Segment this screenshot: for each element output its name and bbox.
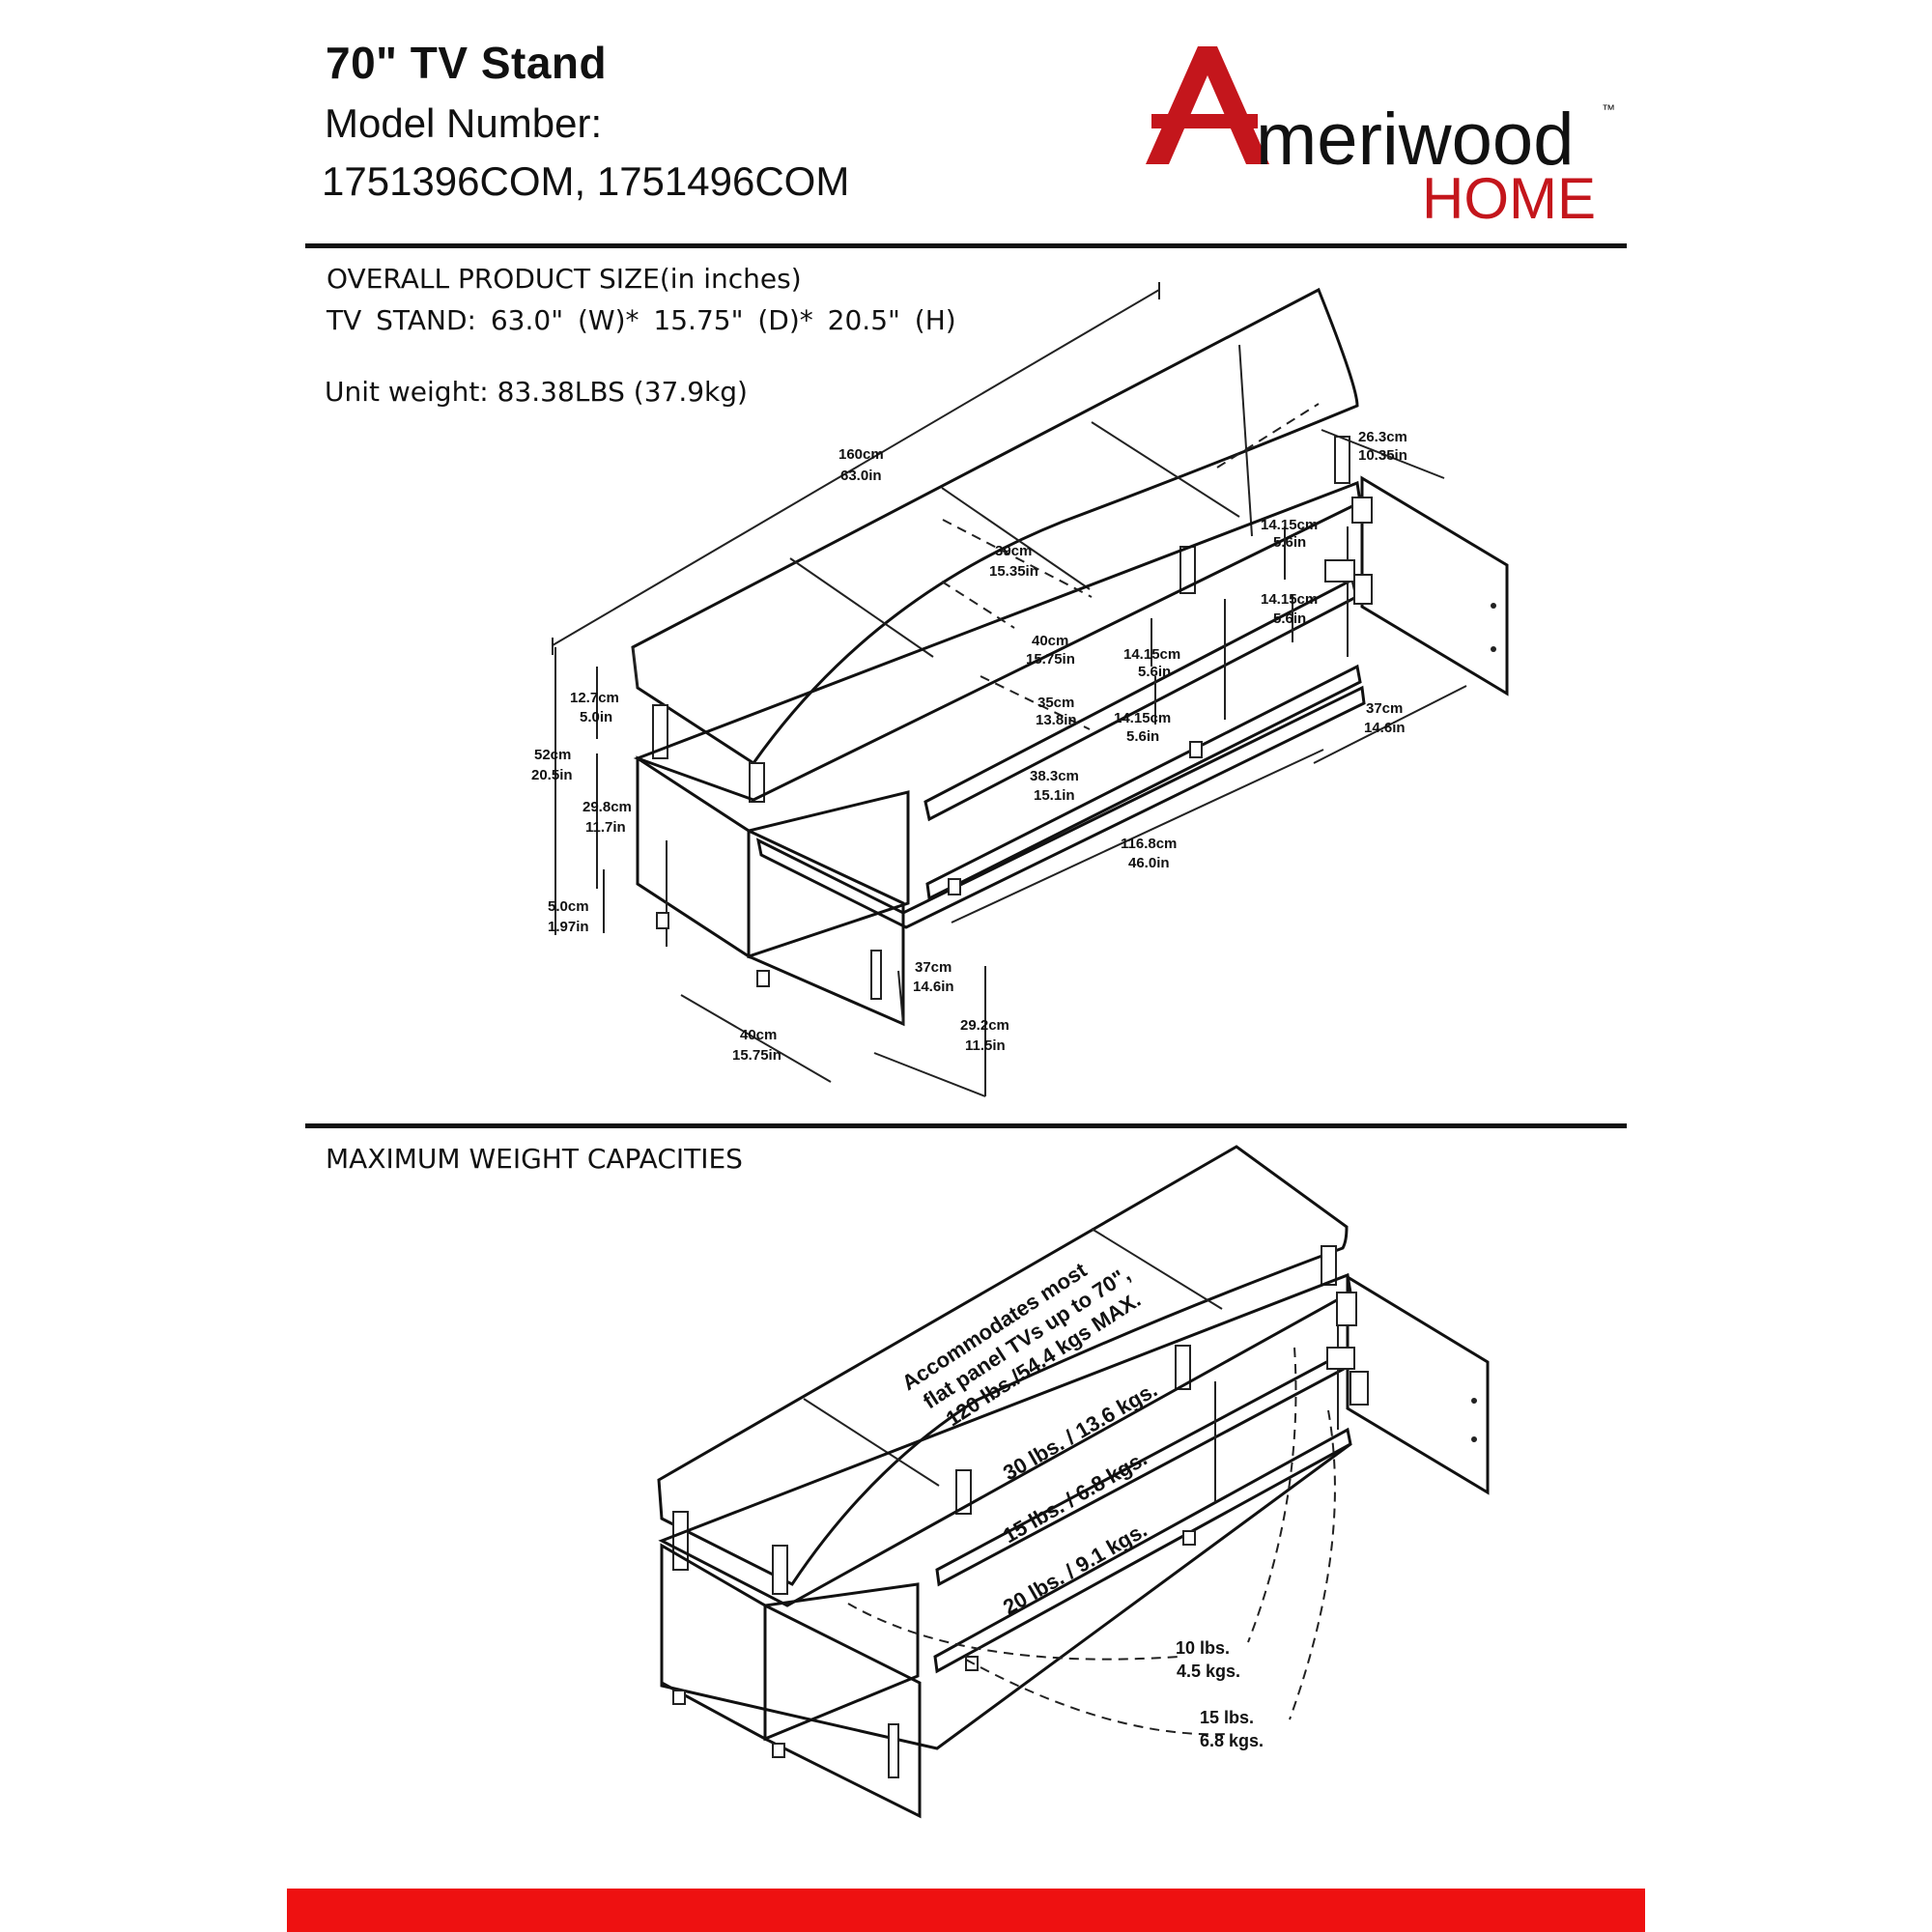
- divider-top: [305, 243, 1627, 248]
- dim-inner-depth-cm: 35cm: [1037, 695, 1074, 711]
- max-weight-heading: MAXIMUM WEIGHT CAPACITIES: [326, 1143, 743, 1175]
- dim-leg-cm: 5.0cm: [548, 898, 589, 915]
- dim-width-cm: 160cm: [838, 446, 884, 463]
- top-note-line-2: flat panel TVs up to 70",: [919, 1262, 1134, 1413]
- footer-red-bar: [287, 1889, 1645, 1932]
- dim-left-w-in: 15.75in: [732, 1047, 781, 1064]
- tv-stand-dimensions: TV STAND: 63.0" (W)* 15.75" (D)* 20.5" (…: [327, 304, 956, 336]
- dim-top-clear-cm: 12.7cm: [570, 690, 619, 706]
- dim-gap-ct-cm: 14.15cm: [1123, 646, 1180, 663]
- dim-width-in: 63.0in: [840, 468, 882, 484]
- dim-right-cab-cm: 37cm: [1366, 700, 1403, 717]
- dim-shelf-depth-in: 15.75in: [1026, 651, 1075, 668]
- dim-gap-rb-in: 5.6in: [1273, 611, 1306, 627]
- dim-gap-cb-cm: 14.15cm: [1114, 710, 1171, 726]
- dim-gap-rb-cm: 14.15cm: [1261, 591, 1318, 608]
- dim-depth-right-cm: 26.3cm: [1358, 429, 1407, 445]
- tv-stand-drawing-top: [631, 287, 1509, 1027]
- logo-home: HOME: [1422, 166, 1596, 231]
- dim-cabinet-h-in: 11.7in: [585, 819, 626, 836]
- unit-weight: Unit weight: 83.38LBS (37.9kg): [325, 376, 748, 408]
- logo-wordmark: meriwood: [1256, 99, 1574, 181]
- dim-gap-cb-in: 5.6in: [1126, 728, 1159, 745]
- dim-height-in: 20.5in: [531, 767, 573, 783]
- dim-bottom-shelf-cm: 38.3cm: [1030, 768, 1079, 784]
- dim-cabinet-h-cm: 29.8cm: [582, 799, 632, 815]
- dim-left-cab-cm: 37cm: [915, 959, 952, 976]
- dim-door-h-in: 11.5in: [965, 1037, 1006, 1054]
- dim-gap-rt-cm: 14.15cm: [1261, 517, 1318, 533]
- dim-left-w-cm: 40cm: [740, 1027, 777, 1043]
- dim-right-cab-in: 14.6in: [1364, 720, 1406, 736]
- dim-bottom-shelf-in: 15.1in: [1034, 787, 1075, 804]
- cabinet-right-kgs: 4.5 kgs.: [1177, 1662, 1240, 1681]
- dim-shelf-depth-cm: 40cm: [1032, 633, 1068, 649]
- dimension-diagram: 160cm 63.0in 26.3cm 10.35in 39cm 15.35in…: [531, 282, 1509, 1097]
- dim-inner-width-in: 46.0in: [1128, 855, 1170, 871]
- overall-size-heading: OVERALL PRODUCT SIZE(in inches): [327, 263, 802, 295]
- model-numbers: 1751396COM, 1751496COM: [322, 158, 850, 204]
- dim-gap-ct-in: 5.6in: [1138, 664, 1171, 680]
- dim-center-cm: 39cm: [995, 543, 1032, 559]
- dimension-labels: 160cm 63.0in 26.3cm 10.35in 39cm 15.35in…: [531, 429, 1407, 1064]
- capacity-labels: Accommodates most flat panel TVs up to 7…: [897, 1258, 1264, 1750]
- logo-a-mark: [1146, 46, 1269, 164]
- dim-depth-right-in: 10.35in: [1358, 447, 1407, 464]
- dim-leg-in: 1.97in: [548, 919, 589, 935]
- cabinet-left-lbs: 15 lbs.: [1200, 1708, 1254, 1727]
- dim-inner-depth-in: 13.8in: [1036, 712, 1077, 728]
- divider-middle: [305, 1123, 1627, 1128]
- logo-trademark: ™: [1602, 101, 1615, 117]
- dim-center-in: 15.35in: [989, 563, 1038, 580]
- cabinet-left-kgs: 6.8 kgs.: [1200, 1731, 1264, 1750]
- capacity-callouts: [847, 1347, 1336, 1736]
- cabinet-right-lbs: 10 lbs.: [1176, 1638, 1230, 1658]
- dim-top-clear-in: 5.0in: [580, 709, 612, 725]
- tv-stand-drawing-bottom: [657, 1145, 1490, 1819]
- dimension-lines: [552, 282, 1467, 1097]
- dim-height-cm: 52cm: [534, 747, 571, 763]
- dim-inner-width-cm: 116.8cm: [1121, 836, 1177, 852]
- model-number-label: Model Number:: [325, 100, 603, 146]
- dim-left-cab-in: 14.6in: [913, 979, 954, 995]
- page-title: 70" TV Stand: [326, 38, 608, 88]
- dim-gap-rt-in: 5.6in: [1273, 534, 1306, 551]
- ameriwood-home-logo: meriwood ™ HOME: [1146, 46, 1615, 231]
- dim-door-h-cm: 29.2cm: [960, 1017, 1009, 1034]
